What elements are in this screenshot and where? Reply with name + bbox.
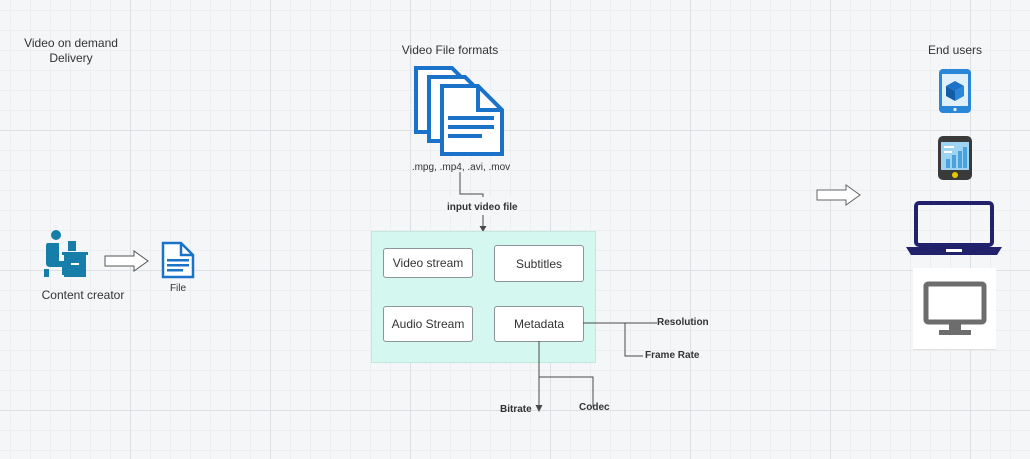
- creator-label: Content creator: [41, 288, 125, 302]
- mobile-dashboard-icon[interactable]: [937, 135, 973, 181]
- frame-rate-label: Frame Rate: [645, 350, 700, 361]
- monitor-card: [913, 268, 996, 350]
- codec-label: Codec: [579, 402, 610, 413]
- monitor-icon[interactable]: [923, 281, 987, 337]
- content-creator-icon[interactable]: [44, 229, 90, 277]
- arrow-right-icon: [104, 250, 149, 272]
- end-users-title: End users: [927, 43, 983, 57]
- input-label-box: input video file: [446, 197, 519, 215]
- diagram-title: Video on demand Delivery: [24, 36, 118, 65]
- document-stack-icon[interactable]: [414, 66, 508, 160]
- metadata-connectors: [535, 322, 657, 412]
- bitrate-label: Bitrate: [500, 404, 532, 415]
- formats-list: .mpg, .mp4, .avi, .mov: [411, 162, 511, 173]
- laptop-icon[interactable]: [906, 201, 1002, 257]
- audio-stream-node[interactable]: Audio Stream: [383, 306, 473, 342]
- subtitles-node[interactable]: Subtitles: [494, 245, 584, 282]
- input-label: input video file: [447, 202, 518, 213]
- formats-title: Video File formats: [401, 43, 499, 57]
- file-icon[interactable]: [161, 241, 195, 279]
- resolution-label: Resolution: [657, 317, 709, 328]
- video-stream-node[interactable]: Video stream: [383, 248, 473, 278]
- metadata-node[interactable]: Metadata: [494, 306, 584, 342]
- tablet-icon[interactable]: [938, 68, 972, 114]
- arrow-right-icon: [816, 184, 861, 206]
- file-label: File: [169, 283, 187, 294]
